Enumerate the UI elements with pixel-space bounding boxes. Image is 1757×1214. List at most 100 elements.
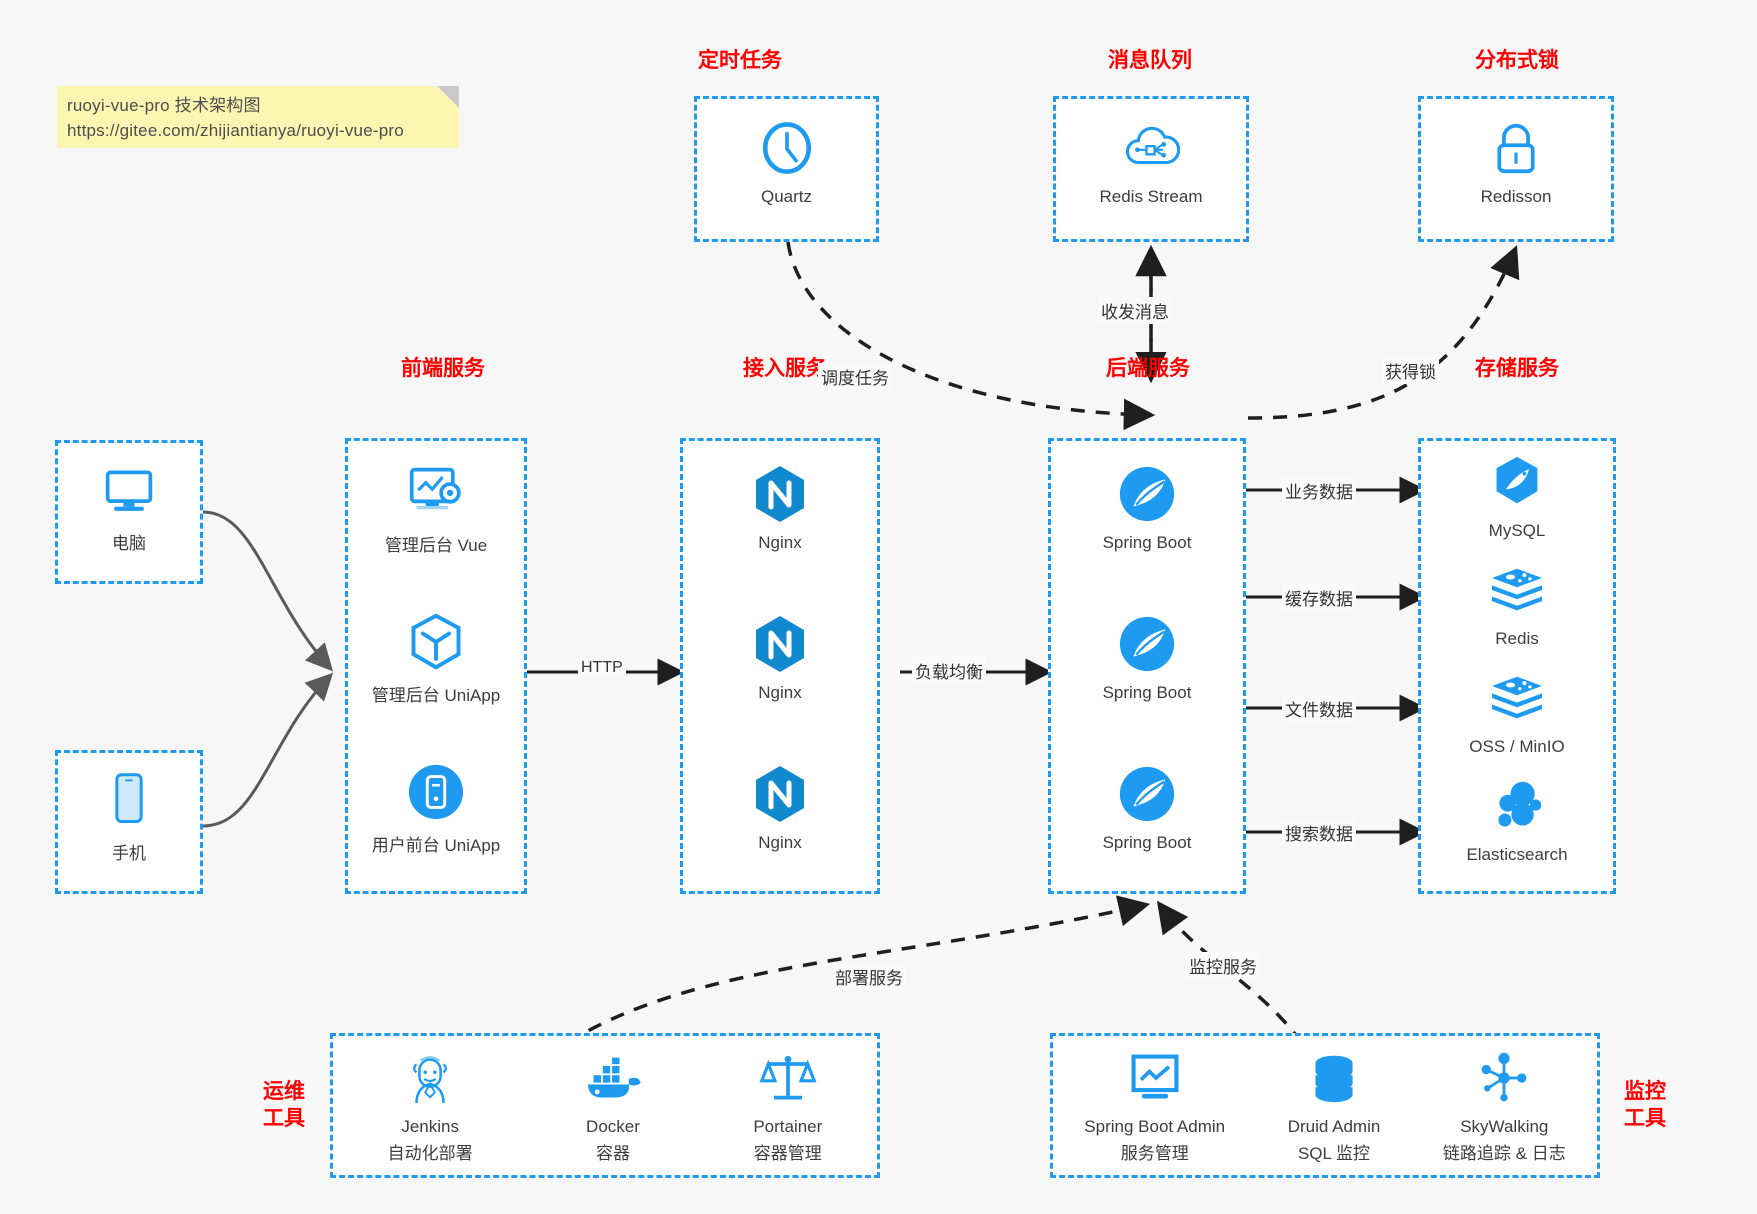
- node-spring-boot-admin[interactable]: Spring Boot Admin 服务管理: [1084, 1047, 1225, 1164]
- node-redis[interactable]: Redis: [1421, 559, 1613, 649]
- group-title-monitoring: 监控 工具: [1613, 1078, 1677, 1132]
- node-mobile[interactable]: 手机: [58, 769, 200, 864]
- node-user-uniapp[interactable]: 用户前台 UniApp: [348, 761, 524, 856]
- node-admin-uniapp[interactable]: 管理后台 UniApp: [348, 611, 524, 706]
- node-portainer[interactable]: Portainer 容器管理: [753, 1047, 822, 1164]
- node-oss-minio[interactable]: OSS / MinIO: [1421, 667, 1613, 757]
- node-label: 管理后台 UniApp: [371, 686, 501, 705]
- node-label: 管理后台 Vue: [384, 536, 488, 555]
- edge-label-business-data: 业务数据: [1282, 477, 1356, 504]
- mysql-icon: [1421, 451, 1613, 513]
- node-label: Spring Boot Admin: [1084, 1117, 1226, 1136]
- title-note: ruoyi-vue-pro 技术架构图 https://gitee.com/zh…: [57, 86, 459, 148]
- node-desktop[interactable]: 电脑: [58, 459, 200, 554]
- edge-label-send-receive-message: 收发消息: [1098, 297, 1172, 324]
- node-label: 用户前台 UniApp: [371, 836, 501, 855]
- node-druid-admin[interactable]: Druid Admin SQL 监控: [1288, 1047, 1381, 1164]
- group-title-monitoring-line2: 工具: [1624, 1107, 1666, 1130]
- nginx-icon: [683, 613, 877, 675]
- group-box-storage: MySQL Redis: [1418, 438, 1616, 894]
- node-label: 电脑: [112, 534, 146, 553]
- dashboard-gear-icon: [348, 461, 524, 523]
- node-sublabel: 自动化部署: [387, 1144, 473, 1163]
- nginx-icon: [683, 463, 877, 525]
- note-line-url: https://gitee.com/zhijiantianya/ruoyi-vu…: [67, 121, 404, 140]
- node-label: Elasticsearch: [1466, 845, 1568, 864]
- node-redisson[interactable]: Redisson: [1421, 117, 1611, 207]
- node-label: Redis: [1495, 629, 1539, 648]
- group-title-monitoring-line1: 监控: [1624, 1080, 1666, 1103]
- note-line-title: ruoyi-vue-pro 技术架构图: [67, 96, 261, 115]
- group-box-desktop-client: 电脑: [55, 440, 203, 584]
- mobile-icon: [58, 769, 200, 831]
- node-nginx-2[interactable]: Nginx: [683, 613, 877, 703]
- edge-label-load-balance: 负载均衡: [912, 657, 986, 684]
- node-nginx-3[interactable]: Nginx: [683, 763, 877, 853]
- node-elasticsearch[interactable]: Elasticsearch: [1421, 775, 1613, 865]
- node-label: MySQL: [1488, 521, 1546, 540]
- edge-label-file-data: 文件数据: [1282, 695, 1356, 722]
- node-spring-boot-1[interactable]: Spring Boot: [1051, 463, 1243, 553]
- node-sublabel: 容器: [595, 1144, 630, 1163]
- node-label: Redisson: [1480, 187, 1552, 206]
- node-label: Redis Stream: [1099, 187, 1203, 206]
- node-label: Nginx: [758, 683, 802, 702]
- node-skywalking[interactable]: SkyWalking 链路追踪 & 日志: [1443, 1047, 1566, 1164]
- node-nginx-1[interactable]: Nginx: [683, 463, 877, 553]
- app-circle-icon: [348, 761, 524, 823]
- group-title-devops-line1: 运维: [263, 1080, 305, 1103]
- skywalking-icon: [1443, 1047, 1566, 1109]
- lock-icon: [1421, 117, 1611, 179]
- group-box-devops: Jenkins 自动化部署 Docker 容器: [330, 1033, 880, 1178]
- node-mysql[interactable]: MySQL: [1421, 451, 1613, 541]
- node-label: 手机: [112, 844, 146, 863]
- node-docker[interactable]: Docker 容器: [582, 1047, 644, 1164]
- clock-icon: [697, 117, 876, 179]
- cube-icon: [348, 611, 524, 673]
- node-sublabel: 容器管理: [753, 1144, 822, 1163]
- cloud-stream-icon: [1056, 117, 1246, 179]
- node-label: Spring Boot: [1102, 683, 1192, 702]
- node-label: OSS / MinIO: [1469, 737, 1565, 756]
- elasticsearch-icon: [1421, 775, 1613, 837]
- edge-label-search-data: 搜索数据: [1282, 819, 1356, 846]
- nginx-icon: [683, 763, 877, 825]
- edge-label-http: HTTP: [578, 658, 626, 678]
- node-label: Quartz: [760, 187, 813, 206]
- node-label: Jenkins: [401, 1117, 459, 1136]
- node-label: Spring Boot: [1102, 833, 1192, 852]
- node-label: Nginx: [758, 833, 802, 852]
- edge-label-deploy-service: 部署服务: [832, 963, 906, 990]
- node-spring-boot-2[interactable]: Spring Boot: [1051, 613, 1243, 703]
- portainer-icon: [753, 1047, 822, 1109]
- group-title-devops-line2: 工具: [263, 1107, 305, 1130]
- group-box-backend: Spring Boot Spring Boot Spring Boot: [1048, 438, 1246, 894]
- desktop-icon: [58, 459, 200, 521]
- group-title-distributed-lock: 分布式锁: [1475, 49, 1559, 72]
- database-stack-icon: [1288, 1047, 1381, 1109]
- group-title-gateway: 接入服务: [743, 357, 827, 380]
- node-label: Nginx: [758, 533, 802, 552]
- edge-label-monitor-service: 监控服务: [1186, 952, 1260, 979]
- group-box-scheduled-task: Quartz: [694, 96, 879, 242]
- group-box-message-queue: Redis Stream: [1053, 96, 1249, 242]
- node-jenkins[interactable]: Jenkins 自动化部署: [388, 1047, 473, 1164]
- node-redis-stream[interactable]: Redis Stream: [1056, 117, 1246, 207]
- redis-icon: [1421, 559, 1613, 621]
- group-box-mobile-client: 手机: [55, 750, 203, 894]
- docker-icon: [582, 1047, 644, 1109]
- group-title-storage: 存储服务: [1475, 357, 1559, 380]
- node-sublabel: 链路追踪 & 日志: [1442, 1144, 1566, 1163]
- group-box-monitoring: Spring Boot Admin 服务管理 Druid Admin SQL 监…: [1050, 1033, 1600, 1178]
- group-title-message-queue: 消息队列: [1108, 49, 1192, 72]
- note-fold-corner: [437, 86, 459, 108]
- node-quartz[interactable]: Quartz: [697, 117, 876, 207]
- edge-label-acquire-lock: 获得锁: [1382, 357, 1439, 384]
- node-sublabel: SQL 监控: [1297, 1144, 1371, 1163]
- node-admin-vue[interactable]: 管理后台 Vue: [348, 461, 524, 556]
- node-spring-boot-3[interactable]: Spring Boot: [1051, 763, 1243, 853]
- node-label: SkyWalking: [1460, 1117, 1549, 1136]
- group-title-scheduled-task: 定时任务: [698, 49, 782, 72]
- spring-boot-icon: [1051, 463, 1243, 525]
- group-box-frontend: 管理后台 Vue 管理后台 UniApp 用户前台 UniApp: [345, 438, 527, 894]
